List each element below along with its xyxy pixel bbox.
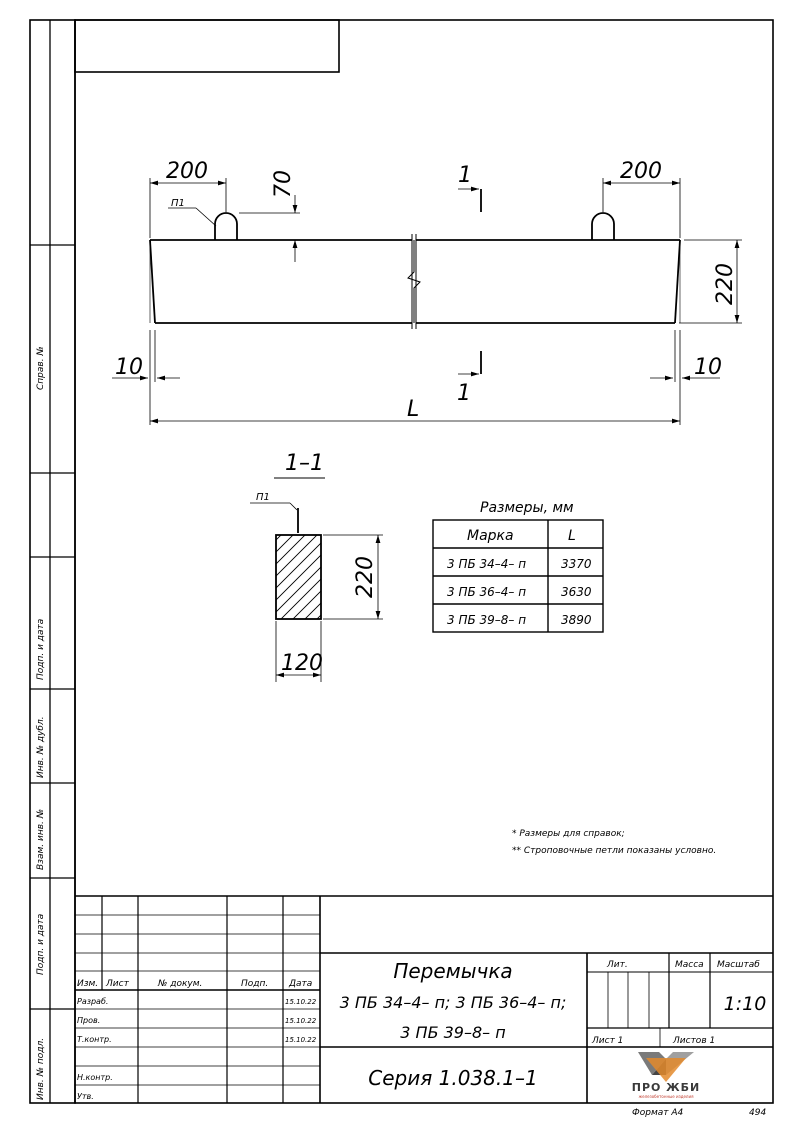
loop-leader [168,207,217,227]
lintel-elevation [149,212,681,329]
dim-10-left [112,330,180,425]
section-mark-bottom-label: 1 [457,381,471,406]
tb-nkontr: Н.контр. [77,1073,113,1082]
size-table-grid [432,519,604,633]
size-table-len-1: 3370 [561,557,592,571]
section-mark-top [458,186,482,212]
dim-L-label: L [407,397,419,422]
section-loop-label: П1 [256,492,270,503]
loop-label: П1 [171,198,185,209]
tb-col-podp: Подп. [241,979,268,989]
tb-razrab: Разраб. [77,997,108,1006]
note-1: * Размеры для справок; [512,829,625,839]
tb-date-3: 15.10.22 [285,1036,317,1044]
label-inv-podl: Инв. № подл. [36,1038,46,1100]
sheet-frame [29,19,774,1104]
label-inv-dubl: Инв. № дубл. [36,716,46,778]
dim-200-left [149,178,227,238]
dim-section-220 [323,534,383,620]
tb-date-2: 15.10.22 [285,1017,317,1025]
tb-name-line3: 3 ПБ 39–8– п [400,1023,505,1042]
tb-date-1: 15.10.22 [285,998,317,1006]
size-table-caption: Размеры, мм [480,500,574,516]
label-podp-data-2: Подп. и дата [36,914,46,975]
tb-col-izm: Изм. [77,979,98,989]
dim-70-label: 70 [271,170,296,198]
label-podp-data-1: Подп. и дата [36,619,46,680]
tb-masshtab: Масштаб [717,960,760,970]
section-mark-bottom [458,351,482,377]
dim-10-left-label: 10 [115,355,143,380]
section-profile [275,534,322,620]
dim-10-right [650,330,720,425]
footer-page: 494 [749,1108,766,1118]
tb-name-line1: Перемычка [393,959,512,983]
tb-col-dokum: № докум. [157,979,202,989]
logo-text: ПРО ЖБИ [632,1081,701,1094]
size-table-mark-1: 3 ПБ 34–4– п [447,557,526,571]
tb-tkontr: Т.контр. [77,1035,112,1044]
dim-220-side-label: 220 [713,263,738,305]
section-mark-top-label: 1 [458,163,472,188]
title-block-grid [75,895,773,1103]
tb-col-list: Лист [105,979,130,989]
tb-series: Серия 1.038.1–1 [368,1066,537,1090]
section-leader [250,502,299,533]
dim-220-side [679,239,742,324]
tb-col-data: Дата [288,979,312,989]
tb-prov: Пров. [77,1016,100,1025]
size-table-mark-3: 3 ПБ 39–8– п [447,613,526,627]
tb-scale: 1:10 [724,993,767,1015]
tb-sheets: Листов 1 [672,1036,715,1046]
dim-section-120-label: 120 [281,651,323,676]
dim-section-220-label: 220 [353,556,378,598]
size-table-len-2: 3630 [561,585,592,599]
size-table-mark-2: 3 ПБ 36–4– п [447,585,526,599]
logo-subtext: железобетонные изделия [639,1094,695,1099]
dim-200-left-label: 200 [166,159,208,184]
company-logo [638,1052,694,1082]
dim-200-right [602,178,681,238]
dim-200-right-label: 200 [620,159,662,184]
note-2: ** Строповочные петли показаны условно. [512,846,716,856]
footer-format: Формат А4 [632,1108,684,1118]
dim-section-120 [275,621,322,682]
label-vzam-inv: Взам. инв. № [36,809,46,870]
tb-lit: Лит. [606,960,628,970]
size-table-header-mark: Марка [467,528,514,544]
section-title: 1–1 [285,451,324,476]
tb-sheet: Лист 1 [591,1036,623,1046]
size-table-header-L: L [568,528,576,544]
label-sprav: Справ. № [36,346,46,390]
dim-70 [239,195,300,262]
size-table-len-3: 3890 [561,613,592,627]
tb-name-line2: 3 ПБ 34–4– п; 3 ПБ 36–4– п; [340,993,567,1012]
tb-utv: Утв. [77,1092,94,1101]
tb-massa: Масса [675,960,704,970]
dim-10-right-label: 10 [694,355,722,380]
